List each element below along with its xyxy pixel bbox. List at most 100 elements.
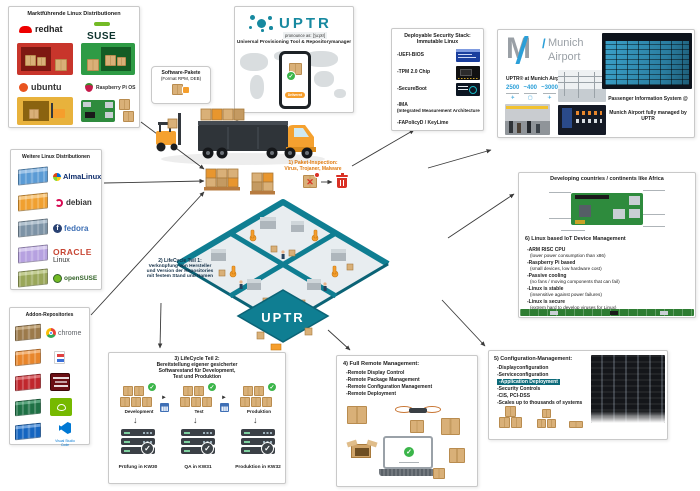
software-subtitle: (Format RPM, DEB) (160, 76, 202, 81)
redhat-label: redhat (35, 24, 63, 34)
bullet-arm: -ARM RISC CPU (527, 247, 566, 253)
remote-item-1: -Remote Display Control (346, 370, 405, 376)
config-item-6: -Scales up to thousands of systems (497, 400, 583, 406)
inspection-title: 1) Paket-Inspection: (288, 160, 338, 166)
ubuntu-circle-icon (19, 82, 28, 92)
epel-logo (50, 373, 70, 391)
app-logo (54, 351, 65, 364)
schedule-label-1: Prüfung in KW30 (118, 465, 158, 470)
secureboot-badge-image (456, 83, 480, 96)
x-mark-icon: ✕ (306, 177, 314, 187)
check-icon: ✓ (267, 382, 277, 392)
opensuse-label: openSUSE (64, 275, 98, 282)
stage-label: Test (194, 409, 204, 414)
weitere-title: Weitere Linux Distributionen (22, 154, 90, 160)
software-title: Software-Pakete (161, 70, 201, 76)
remote-item-4: -Remote Deployment (346, 391, 397, 397)
nvidia-logo: NVIDIA (50, 398, 72, 420)
uptr-subtitle: Universal Provisioning Tool & Repository… (236, 40, 352, 45)
panel-title: Marktführende Linux Distributionen (27, 11, 121, 17)
server-test: ✓ (181, 429, 215, 456)
laptop-icon: ✓ (379, 436, 437, 478)
inspection-subtitle: Virus, Trojaner, Malware (284, 166, 342, 172)
down-arrow-icon: ↓ (133, 415, 138, 425)
lc1-line1: 2) LifeCycle Teil 1: (158, 258, 202, 264)
schedule-label-3: Produktion in KW32 (235, 465, 281, 470)
lc1-line3: und Version der Repositories (146, 269, 214, 274)
server-rack-photo (591, 355, 665, 423)
plane-icon: ✈ (510, 95, 515, 101)
config-item-1: -Displayconfiguration (497, 365, 549, 371)
schedule-label-2: QA in KW31 (184, 465, 212, 470)
terminal-roof-photo (558, 70, 606, 102)
bullet-pi-sub: (small devices, low hardware cost) (530, 266, 602, 271)
raspberrypi-logo: Raspberry Pi OS (85, 83, 135, 92)
down-arrow-icon: ↓ (193, 415, 198, 425)
panel-security-stack: Deployable Security Stack: Immutable Lin… (391, 28, 484, 131)
stat-value: 2500 (506, 85, 520, 91)
bios-screen-image (456, 49, 480, 62)
security-item-ima-sub: (Integrated Measurement Architecture (397, 108, 480, 113)
vscode-label: Visual Studio Code (55, 439, 75, 447)
stage-label: Produktion (246, 409, 272, 414)
nvidia-label: NVIDIA (54, 416, 68, 420)
airport-crowd-photo (505, 104, 550, 135)
container-olive-icon (18, 268, 48, 288)
package (119, 99, 130, 110)
container-red-image (17, 43, 73, 75)
security-title-2: Immutable Linux (416, 39, 459, 45)
pi-board (571, 193, 643, 225)
raspberrypi-label: Raspberry Pi OS (96, 84, 136, 91)
calendar-icon (160, 403, 169, 412)
lc2-title-3: Softwarestand für Development, (158, 368, 236, 374)
raspberrypi-board-image (81, 97, 135, 125)
remote-title: 4) Full Remote Management: (343, 361, 420, 367)
note-paket-inspection: 1) Paket-Inspection: Virus, Trojaner, Ma… (278, 160, 348, 172)
bullet-pi: -Raspberry Pi based (527, 260, 576, 266)
nvidia-eye-icon (56, 404, 66, 411)
panel-addon-repos: Addon-Repositories chrome NVIDIA Visual (9, 307, 90, 447)
package (29, 109, 39, 119)
package (433, 468, 445, 479)
departure-corridor-photo (558, 105, 606, 135)
opensuse-logo: openSUSE (53, 274, 97, 283)
security-item-secureboot: -SecureBoot (397, 86, 427, 92)
container-slate-icon (18, 218, 48, 238)
panel-config-management: 5) Configuration-Management: -Displaycon… (488, 350, 668, 440)
server-produktion: ✓ (241, 429, 275, 456)
delivered-button: Delivered (285, 92, 305, 98)
security-item-tpm: -TPM 2.0 Chip (397, 69, 431, 75)
redhat-logo: redhat (19, 24, 63, 34)
almalinux-label: AlmaLinux (63, 172, 102, 181)
splitflap-board-photo (602, 33, 692, 89)
container-orange-icon (15, 348, 41, 367)
panel-munich-airport: M / Munich Airport UPTR® at Munich Airpo… (497, 29, 695, 138)
panel-software-packages: Software-Pakete (Format RPM, DEB) (151, 66, 211, 104)
munich-airport-logo: M / Munich Airport (506, 32, 598, 74)
uptr-pronounce: pronounce as: ['ju:ptr] (283, 32, 328, 39)
bullet-secure: -Linux is secure (527, 299, 566, 305)
world-map-image: ✓ Delivered (238, 49, 352, 111)
bullet-arm-sub: (lower power consumption than x86) (530, 253, 606, 258)
stage-label: Development (124, 409, 154, 414)
container-brown-icon (15, 323, 41, 342)
debian-label: debian (66, 198, 92, 207)
config-item-4: -Security Controls (497, 386, 541, 392)
stat-value: ~3000 (541, 85, 558, 91)
opensuse-gecko-icon (53, 274, 62, 283)
vscode-logo: Visual Studio Code (52, 421, 78, 447)
check-icon: ✓ (261, 442, 274, 455)
suse-logo: SUSE (87, 22, 116, 44)
forklift-icon (53, 109, 65, 118)
trash-bin-icon (336, 173, 348, 188)
addons-title: Addon-Repositories (25, 312, 74, 318)
config-title: 5) Configuration-Management: (494, 356, 573, 362)
oracle-label: ORACLE (53, 247, 92, 257)
fedora-label: fedora (64, 224, 89, 233)
down-arrow-icon: ↓ (253, 415, 258, 425)
package (117, 57, 126, 66)
package (25, 55, 36, 66)
package (347, 406, 367, 424)
check-icon: ✓ (141, 442, 154, 455)
